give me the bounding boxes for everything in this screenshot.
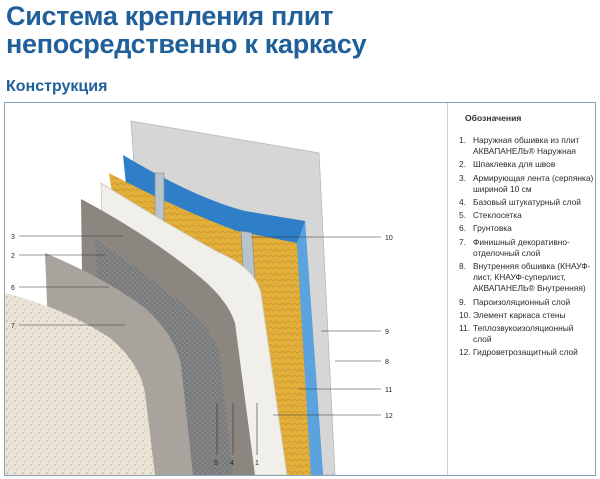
legend-item-number: 4.	[459, 197, 466, 208]
legend-item-number: 2.	[459, 159, 466, 170]
legend-item-text: Пароизоляционный слой	[473, 296, 571, 307]
callout-4: 4	[230, 460, 234, 467]
callout-9: 9	[385, 329, 389, 336]
callout-10: 10	[385, 235, 393, 242]
callout-5: 5	[214, 460, 218, 467]
callout-12: 12	[385, 413, 393, 420]
legend-item: 10.Элемент каркаса стены	[459, 310, 594, 321]
wall-construction-diagram: 3 2 6 7 10 9 8 11 12 5 4 1	[5, 120, 393, 475]
callout-8: 8	[385, 359, 389, 366]
legend-item-text: Стеклосетка	[473, 210, 522, 221]
legend-item-text: Теплозвукоизоляционный слой	[473, 323, 574, 345]
callout-7: 7	[11, 323, 15, 330]
legend-item: 6. Грунтовка	[459, 223, 594, 234]
legend-item-number: 11.	[459, 323, 471, 334]
wind-barrier-layer	[297, 221, 323, 475]
legend-item: 4. Базовый штукатурный слой	[459, 197, 594, 208]
legend-item: 2. Шпаклевка для швов	[459, 159, 594, 170]
title-line-2: непосредственно к каркасу	[6, 29, 367, 59]
decorative-finish-layer	[5, 293, 155, 475]
callout-11: 11	[385, 387, 392, 394]
section-subtitle: Конструкция	[6, 78, 108, 95]
legend-item-text: Шпаклевка для швов	[473, 159, 556, 170]
page-title: Система крепления плит непосредственно к…	[6, 1, 367, 59]
legend-item-number: 7.	[459, 236, 466, 247]
legend-item-number: 8.	[459, 261, 466, 272]
legend-title: Обозначения	[465, 113, 522, 123]
legend-item-number: 12.	[459, 347, 471, 358]
legend-divider	[447, 103, 448, 475]
legend-item-number: 10.	[459, 309, 471, 320]
legend-item-text: Гидроветрозащитный слой	[473, 347, 578, 358]
legend-item: 7. Финишный декоративно-отделочный слой	[459, 237, 594, 259]
callout-6: 6	[11, 285, 15, 292]
legend-item: 11.Теплозвукоизоляционный слой	[459, 323, 594, 345]
diagram-frame: 3 2 6 7 10 9 8 11 12 5 4 1 Обозначения 1…	[4, 102, 596, 476]
legend-item-text: Базовый штукатурный слой	[473, 197, 581, 208]
legend-item-number: 9.	[459, 296, 466, 307]
legend-item-number: 1.	[459, 135, 466, 145]
legend-item: 3. Армирующая лента (серпянка) шириной 10…	[459, 173, 594, 195]
legend: Обозначения 1. Наружная обшивка из плит А…	[459, 113, 594, 361]
legend-item: 8. Внутренняя обшивка (КНАУФ-лист, КНАУФ-…	[459, 261, 594, 295]
callout-2: 2	[11, 253, 15, 260]
legend-item-text: Внутренняя обшивка (КНАУФ-лист, КНАУФ-су…	[473, 261, 591, 294]
legend-item: 1. Наружная обшивка из плит АКВАПАНЕЛЬ® Н…	[459, 135, 594, 157]
legend-item: 12.Гидроветрозащитный слой	[459, 347, 594, 358]
title-line-1: Система крепления плит	[6, 1, 334, 31]
callout-3: 3	[11, 234, 15, 241]
legend-item-text: Финишный декоративно-отделочный слой	[473, 236, 570, 258]
legend-item-number: 5.	[459, 210, 466, 221]
legend-item-number: 3.	[459, 172, 466, 183]
callout-1: 1	[255, 460, 259, 467]
legend-item-text: Элемент каркаса стены	[473, 309, 566, 320]
legend-item-text: Армирующая лента (серпянка) шириной 10 с…	[473, 172, 594, 194]
leader-lines	[19, 235, 381, 455]
legend-item: 9. Пароизоляционный слой	[459, 297, 594, 308]
legend-item: 5. Стеклосетка	[459, 210, 594, 221]
legend-item-text: Наружная обшивка из плит АКВАПАНЕЛЬ® Нар…	[473, 135, 580, 157]
legend-list: 1. Наружная обшивка из плит АКВАПАНЕЛЬ® Н…	[459, 135, 594, 359]
legend-item-text: Грунтовка	[473, 223, 512, 234]
legend-item-number: 6.	[459, 223, 466, 234]
